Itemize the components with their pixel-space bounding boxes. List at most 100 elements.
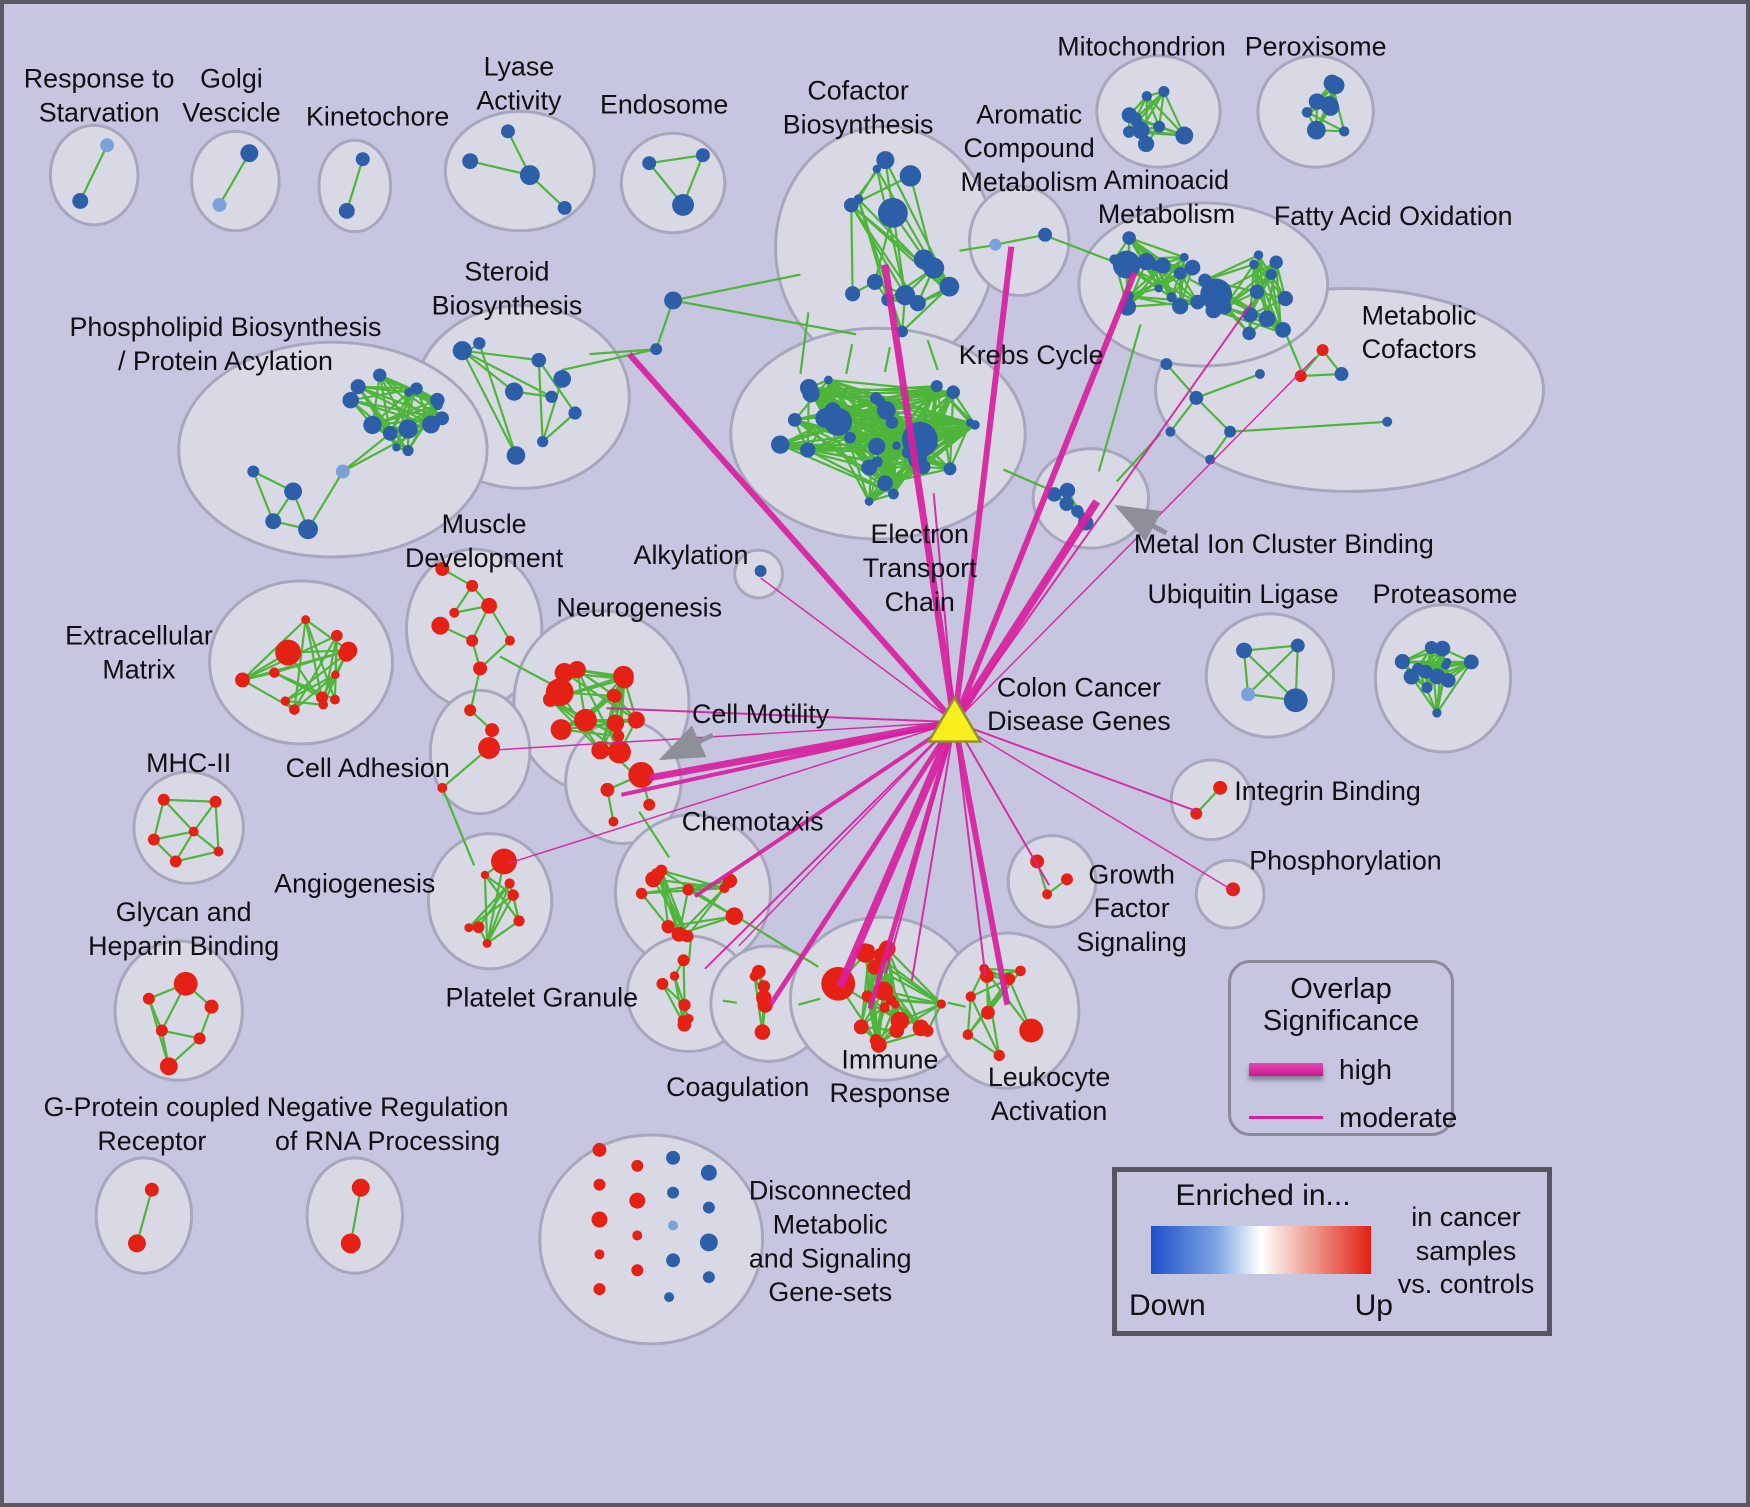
gene-set-node — [607, 740, 631, 764]
gene-set-node — [1042, 889, 1053, 900]
gene-set-node — [866, 273, 883, 290]
gene-set-node — [1015, 965, 1026, 977]
gene-set-node — [373, 368, 387, 382]
gene-set-edge — [1128, 236, 1185, 259]
map-label: Phosphorylation — [1249, 845, 1442, 875]
map-label: Fatty Acid Oxidation — [1274, 201, 1513, 231]
inter-cluster-edge — [672, 273, 801, 302]
gene-set-node — [100, 138, 115, 153]
gene-set-node — [363, 415, 382, 435]
gene-set-node — [757, 997, 773, 1013]
gene-set-edge — [779, 385, 938, 446]
gene-set-node — [757, 980, 771, 993]
cluster-glycan-heparin-binding — [113, 939, 244, 1082]
cluster-growth-factor-signaling — [1006, 834, 1098, 929]
gene-set-edge — [828, 378, 976, 426]
gene-set-node — [491, 848, 517, 875]
legend-item-moderate: moderate — [1249, 1102, 1457, 1134]
enrichment-gradient-bar — [1151, 1226, 1371, 1275]
gene-set-edge — [468, 882, 511, 929]
gene-set-node — [853, 194, 864, 205]
gene-set-node — [868, 437, 886, 455]
significance-edge — [760, 577, 956, 723]
gene-set-node — [1320, 96, 1339, 115]
gene-set-node — [909, 295, 926, 312]
gene-set-node — [1253, 250, 1264, 260]
gene-set-node — [331, 670, 340, 679]
gene-set-node — [754, 565, 767, 577]
gene-set-node — [608, 689, 622, 703]
gene-set-node — [1339, 126, 1350, 137]
gene-set-node — [719, 883, 730, 894]
gene-set-edge — [1306, 111, 1345, 133]
gene-set-node — [1123, 126, 1135, 138]
gene-set-node — [247, 465, 260, 478]
gene-set-node — [593, 1283, 606, 1296]
gene-set-node — [600, 782, 615, 797]
gene-set-edge — [79, 144, 109, 202]
gene-set-edge — [995, 233, 1046, 246]
gene-set-node — [458, 349, 469, 361]
gene-set-node — [892, 441, 901, 450]
gene-set-edge — [484, 874, 520, 922]
gene-set-node — [844, 431, 856, 444]
gene-set-node — [392, 443, 401, 452]
gene-set-node — [1059, 496, 1074, 511]
gene-set-edge — [284, 652, 347, 702]
inter-cluster-edge — [722, 999, 737, 1004]
gene-set-edge — [163, 798, 216, 803]
gene-set-node — [466, 579, 479, 592]
gene-set-node — [1172, 298, 1189, 315]
map-label: Neurogenesis — [556, 593, 722, 623]
gene-set-node — [867, 960, 882, 975]
gene-set-edge — [1195, 397, 1231, 433]
gene-set-edge — [1252, 263, 1283, 333]
gene-set-node — [212, 197, 227, 212]
map-label: Ubiquitin Ligase — [1148, 579, 1339, 609]
significance-edge — [951, 499, 1101, 725]
gene-set-node — [845, 286, 861, 302]
disease-genes-hub-triangle — [926, 695, 983, 743]
inter-cluster-edge — [926, 339, 939, 371]
cluster-lyase-activity — [443, 109, 596, 233]
gene-set-edge — [1253, 263, 1287, 300]
gene-set-node — [537, 436, 549, 448]
gene-set-node — [891, 1000, 900, 1009]
gene-set-node — [1265, 268, 1277, 281]
gene-set-node — [869, 1034, 883, 1047]
inter-cluster-edge — [499, 655, 553, 686]
gene-set-node — [1290, 638, 1305, 653]
gene-set-node — [449, 607, 460, 618]
gene-set-node — [787, 413, 802, 427]
gene-set-edge — [875, 168, 907, 296]
map-label: Integrin Binding — [1234, 776, 1421, 806]
map-label: Endosome — [600, 89, 728, 119]
gene-set-node — [1165, 426, 1176, 437]
map-label: Metal Ion Cluster Binding — [1134, 529, 1434, 559]
gene-set-edge — [682, 960, 686, 1006]
inter-cluster-edge — [845, 343, 854, 375]
significance-edge — [738, 721, 956, 947]
significance-edge — [884, 721, 956, 974]
map-label: Coagulation — [666, 1072, 809, 1102]
gene-set-edge — [537, 359, 576, 414]
map-label: Platelet Granule — [446, 983, 639, 1013]
gene-set-node — [751, 964, 766, 979]
gene-set-node — [316, 691, 329, 704]
gene-set-node — [1429, 668, 1446, 685]
inter-cluster-edge — [1042, 233, 1112, 262]
map-label: Kinetochore — [306, 101, 449, 131]
gene-set-edge — [218, 152, 251, 206]
gene-set-node — [936, 999, 947, 1009]
gene-set-node — [1236, 642, 1252, 659]
gene-set-node — [464, 923, 474, 933]
significance-edge — [693, 720, 956, 898]
gene-set-node — [629, 1192, 646, 1209]
gene-set-edge — [673, 975, 690, 1019]
gene-set-node — [235, 672, 250, 688]
gene-set-node — [553, 370, 572, 388]
